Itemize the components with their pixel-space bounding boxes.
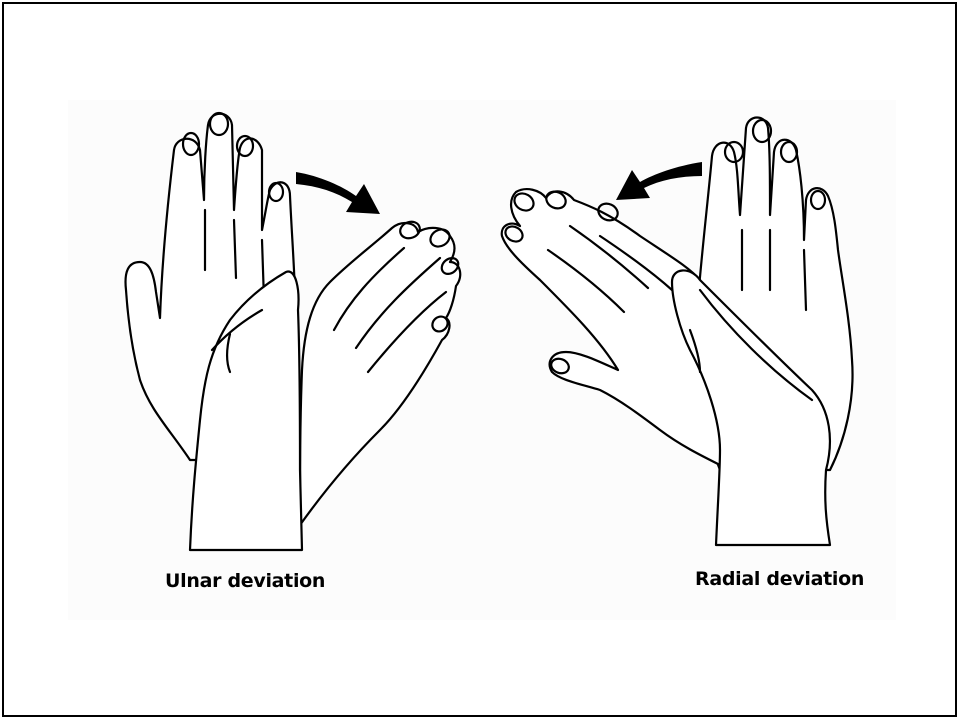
radial-deviation-caption: Radial deviation [695,568,864,590]
curved-arrow-left-icon [616,162,702,200]
ulnar-deviated-hand [300,219,461,525]
ulnar-deviation-caption: Ulnar deviation [165,570,325,592]
curved-arrow-right-icon [296,172,380,214]
